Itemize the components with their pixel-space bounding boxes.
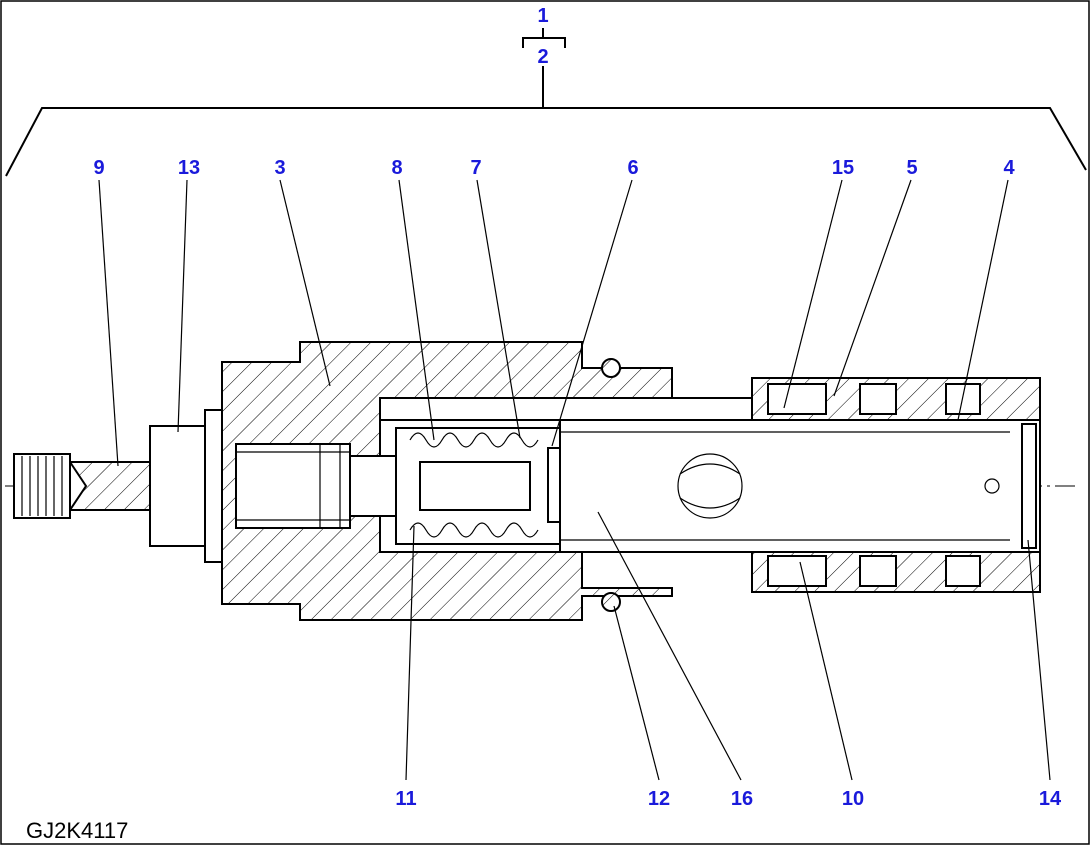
drawing-code: GJ2K4117 [26, 818, 128, 843]
shaft-part-9 [13, 453, 151, 519]
callout-15: 15 [832, 157, 854, 179]
housing-part-5 [751, 377, 1041, 593]
callout-14: 14 [1039, 788, 1062, 810]
callout-9: 9 [93, 157, 104, 179]
callout-5: 5 [906, 157, 917, 179]
nut-part-13 [149, 409, 223, 563]
callout-12: 12 [648, 788, 670, 810]
spring-part-7 [409, 432, 539, 538]
callout-2: 2 [537, 46, 548, 68]
o-ring-part-12-lower [601, 592, 621, 612]
callout-16: 16 [731, 788, 753, 810]
callout-6: 6 [627, 157, 638, 179]
callout-13: 13 [178, 157, 200, 179]
o-ring-part-12 [601, 358, 621, 378]
callout-10: 10 [842, 788, 864, 810]
callout-1: 1 [537, 5, 548, 27]
callout-8: 8 [391, 157, 402, 179]
callout-11: 11 [395, 788, 416, 810]
assembly-bracket [5, 28, 1087, 177]
callout-7: 7 [470, 157, 481, 179]
callout-3: 3 [274, 157, 285, 179]
snap-ring-part-14 [1021, 423, 1037, 549]
callout-4: 4 [1003, 157, 1015, 179]
leader-lines [98, 179, 1051, 781]
